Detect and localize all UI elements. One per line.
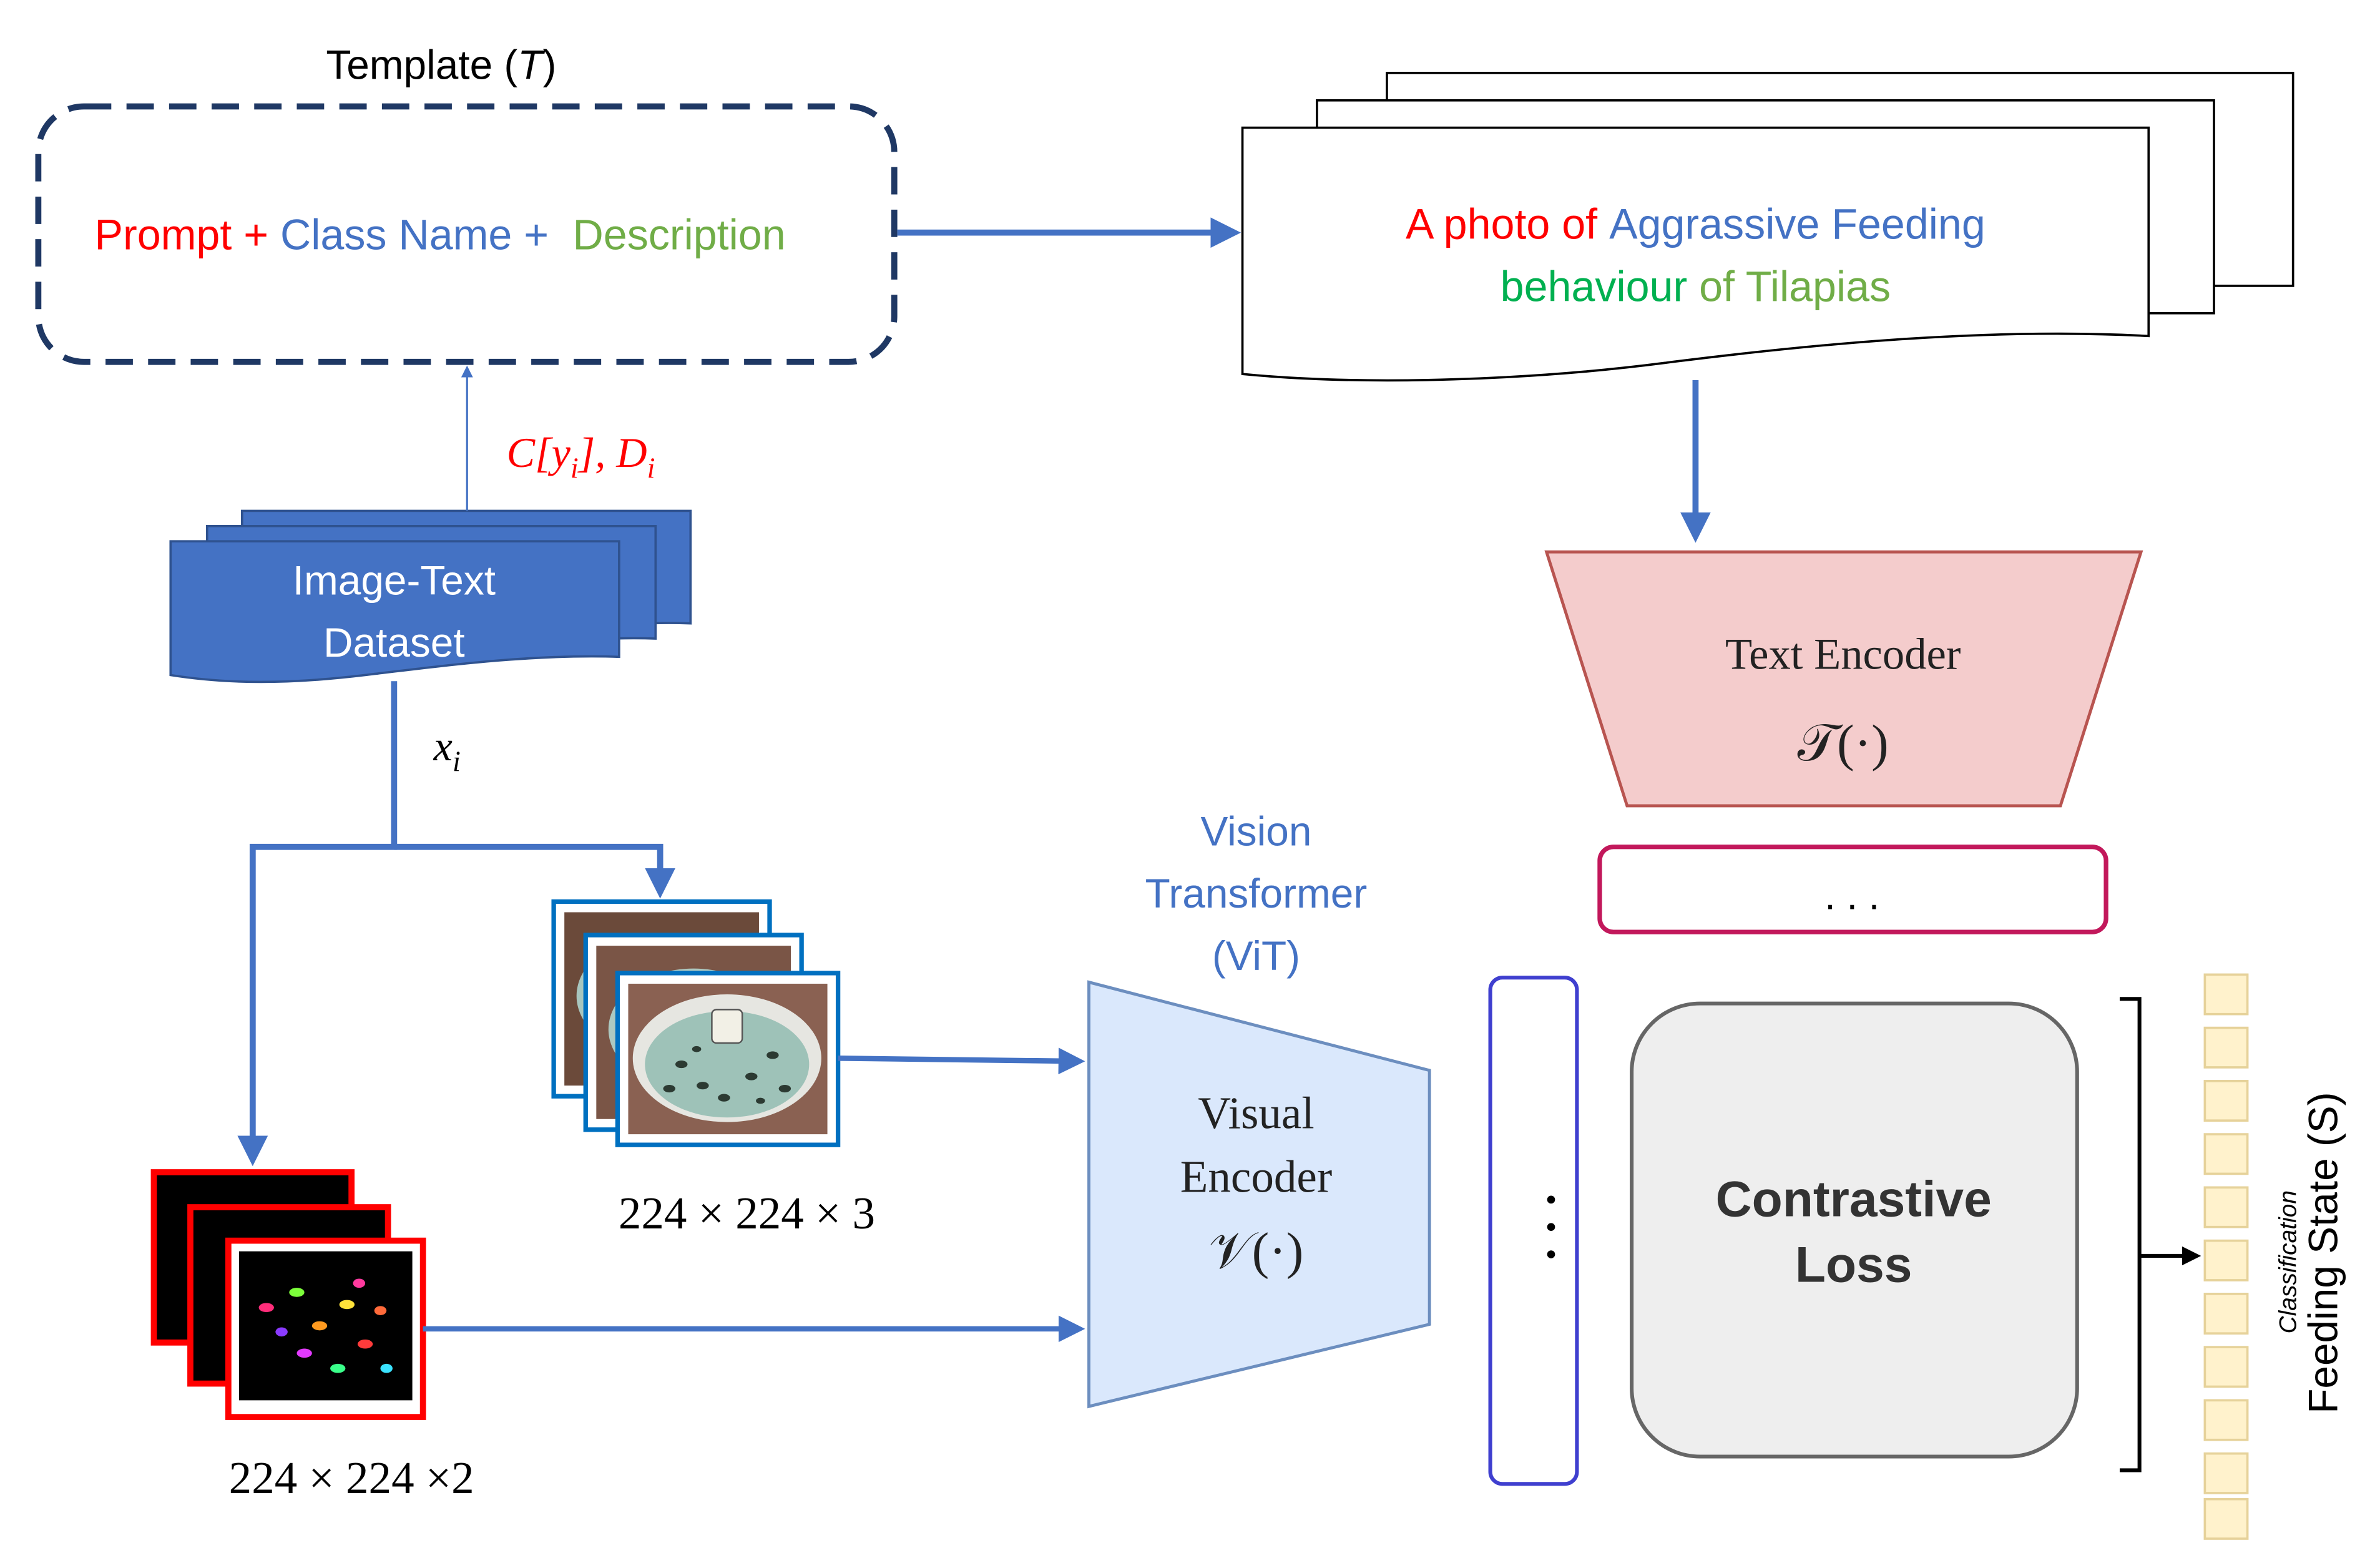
image-embedding-dots xyxy=(1547,1195,1555,1258)
dataset-label-line-2: Dataset xyxy=(323,619,465,665)
feeding-state-label: Feeding State (S) xyxy=(2299,1092,2346,1413)
flow-dims-label: 224 × 224 ×2 xyxy=(229,1453,474,1503)
contrastive-loss-box xyxy=(1630,1001,2079,1459)
dataset-label-down: xi xyxy=(433,722,461,778)
template-title: Template (T) xyxy=(326,42,556,88)
flow-image-stack xyxy=(150,1169,426,1421)
dataset-label-up: C[yi], Di xyxy=(507,429,655,484)
contrastive-loss-line-1: Contrastive xyxy=(1716,1172,1992,1228)
text-embedding-box xyxy=(1597,845,2108,934)
vit-label-line-2: Transformer xyxy=(1145,870,1368,916)
caption-line-2: behaviour of Tilapias xyxy=(1501,263,1891,310)
caption-line-1: A photo of Aggrassive Feeding xyxy=(1406,200,1986,248)
image-embedding-box xyxy=(1488,976,1579,1486)
text-encoder-symbol: 𝒯(·) xyxy=(1798,714,1889,772)
arrow-dataset-split xyxy=(237,681,398,1167)
arrow-dataset-to-rgb xyxy=(394,843,675,899)
text-encoder-label: Text Encoder xyxy=(1725,630,1961,679)
dataset-label-line-1: Image-Text xyxy=(293,557,496,603)
vit-label-line-3: (ViT) xyxy=(1212,933,1300,979)
visual-encoder-label-line-1: Visual xyxy=(1198,1087,1314,1138)
template-description: Description xyxy=(573,211,786,258)
contrastive-loss-line-2: Loss xyxy=(1795,1237,1912,1293)
caption-document-stack xyxy=(1241,72,2294,382)
text-encoder-trapezoid xyxy=(1544,550,2143,808)
rgb-image-stack xyxy=(551,899,841,1147)
arrow-rgb-to-visual-encoder xyxy=(838,1047,1085,1075)
visual-encoder-label-line-2: Encoder xyxy=(1180,1152,1332,1202)
feature-vector xyxy=(2203,973,2249,1540)
rgb-dims-label: 224 × 224 × 3 xyxy=(619,1188,875,1238)
classification-label: Classification xyxy=(2275,1190,2302,1334)
template-prompt: Prompt + xyxy=(95,211,269,258)
visual-encoder-symbol: 𝒱(·) xyxy=(1209,1222,1304,1279)
output-bracket xyxy=(2119,997,2142,1472)
template-class-name: Class Name + xyxy=(280,211,549,258)
vit-label-line-1: Vision xyxy=(1201,808,1312,854)
template-formula: Prompt + Class Name + Description xyxy=(95,211,786,258)
visual-encoder-trapezoid xyxy=(1087,980,1431,1409)
text-embedding-dots: . . . xyxy=(1824,875,1879,918)
template-box xyxy=(35,103,898,365)
dataset-stack xyxy=(169,509,692,684)
